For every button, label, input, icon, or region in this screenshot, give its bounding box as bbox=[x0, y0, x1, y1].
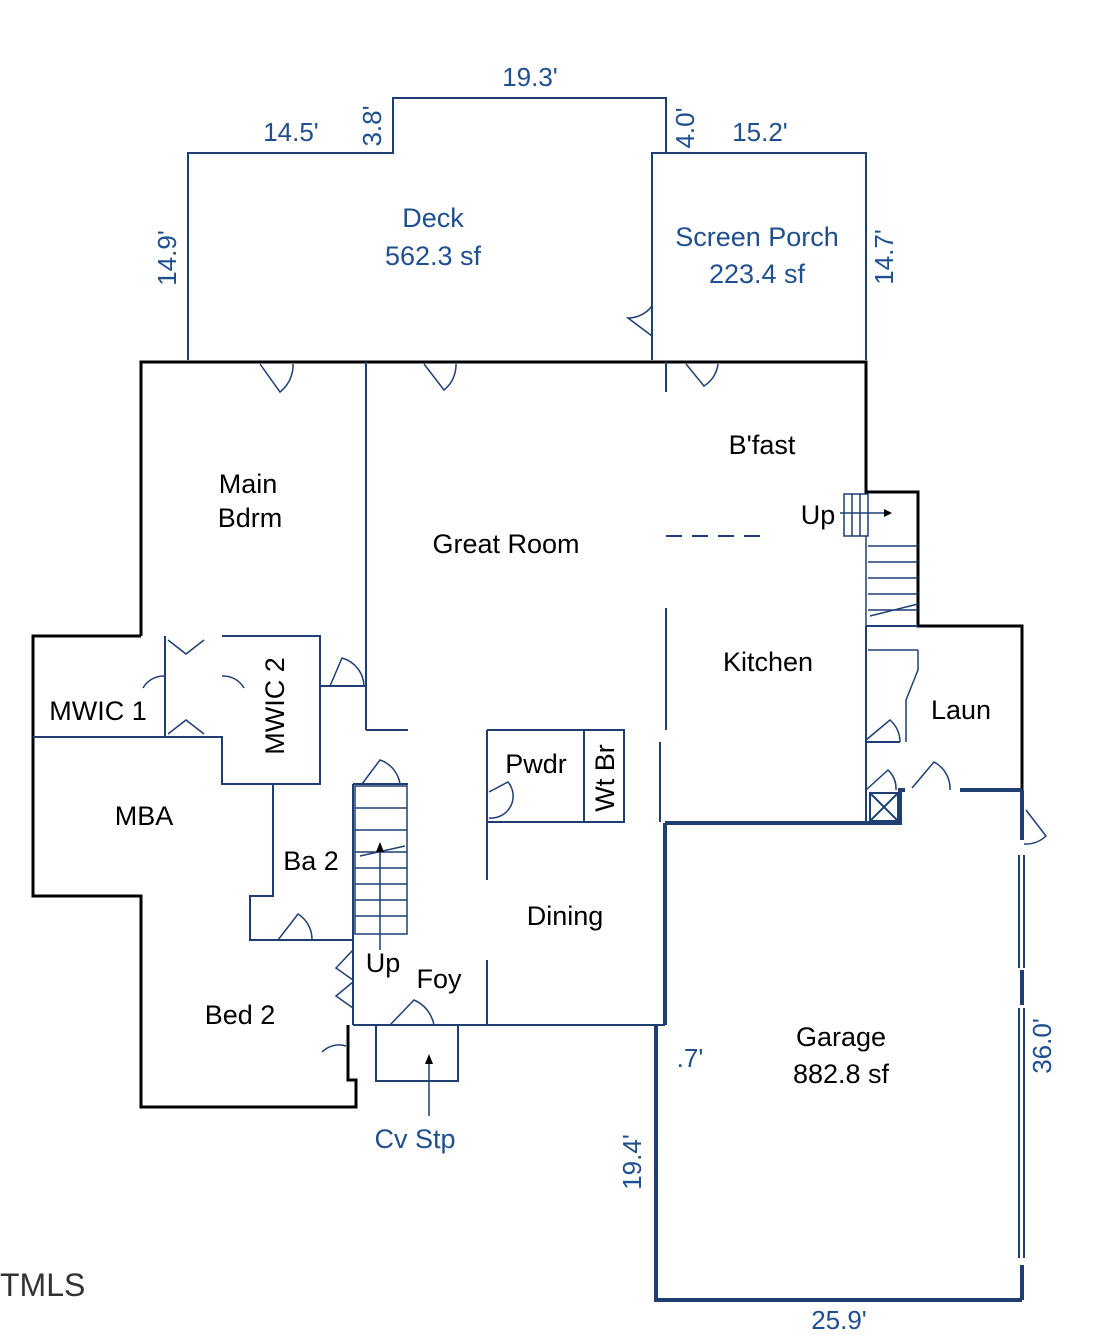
room-label-great-room: Great Room bbox=[432, 529, 579, 559]
door-swings bbox=[142, 305, 1048, 1053]
room-label-main-bdrm-1: Main bbox=[219, 469, 278, 499]
room-label-ba-2: Ba 2 bbox=[283, 846, 339, 876]
deck-area: 562.3 sf bbox=[385, 241, 482, 271]
dim-porch-step: 4.0' bbox=[670, 107, 700, 148]
dim-porch-top: 15.2' bbox=[732, 117, 788, 147]
room-label-foy: Foy bbox=[416, 964, 462, 994]
room-label-pwdr: Pwdr bbox=[505, 749, 567, 779]
deck-name: Deck bbox=[402, 203, 464, 233]
room-label-main-bdrm-2: Bdrm bbox=[218, 503, 283, 533]
side-stairs bbox=[840, 493, 919, 742]
screen-porch-area: 223.4 sf bbox=[709, 259, 806, 289]
room-label-dining: Dining bbox=[527, 901, 604, 931]
dim-garage-right: 36.0' bbox=[1027, 1018, 1057, 1074]
dim-garage-bottom: 25.9' bbox=[811, 1305, 867, 1335]
dim-porch-right: 14.7' bbox=[869, 229, 899, 285]
room-label-wt-br: Wt Br bbox=[590, 744, 620, 812]
room-label-laun: Laun bbox=[931, 695, 991, 725]
room-label-mwic-2: MWIC 2 bbox=[260, 657, 290, 755]
room-label-bed-2: Bed 2 bbox=[205, 1000, 276, 1030]
dim-deck-left-top: 14.5' bbox=[263, 117, 319, 147]
dim-garage-left: 19.4' bbox=[617, 1134, 647, 1190]
deck-outline bbox=[187, 97, 867, 360]
cv-stp-arrowhead bbox=[425, 1054, 433, 1064]
room-label-kitchen: Kitchen bbox=[723, 647, 813, 677]
main-stairs bbox=[354, 785, 408, 950]
room-label-bfast: B'fast bbox=[729, 430, 796, 460]
dim-deck-top: 19.3' bbox=[502, 62, 558, 92]
dim-deck-step: 3.8' bbox=[357, 105, 387, 146]
screen-porch-name: Screen Porch bbox=[675, 222, 839, 252]
tmls-watermark: TMLS bbox=[0, 1267, 85, 1303]
garage-name: Garage bbox=[796, 1022, 886, 1052]
garage-area: 882.8 sf bbox=[793, 1059, 890, 1089]
exterior-walls bbox=[31, 360, 1024, 1109]
garage-walls bbox=[654, 788, 1025, 1302]
stairs-up-label-side: Up bbox=[801, 500, 836, 530]
dim-garage-small: .7' bbox=[677, 1043, 704, 1073]
cv-stp-label: Cv Stp bbox=[374, 1124, 455, 1154]
dim-deck-left: 14.9' bbox=[152, 230, 182, 286]
room-label-mba: MBA bbox=[115, 801, 174, 831]
interior-walls bbox=[33, 362, 918, 1082]
stairs-up-label-main: Up bbox=[366, 948, 401, 978]
room-label-mwic-1: MWIC 1 bbox=[49, 696, 147, 726]
